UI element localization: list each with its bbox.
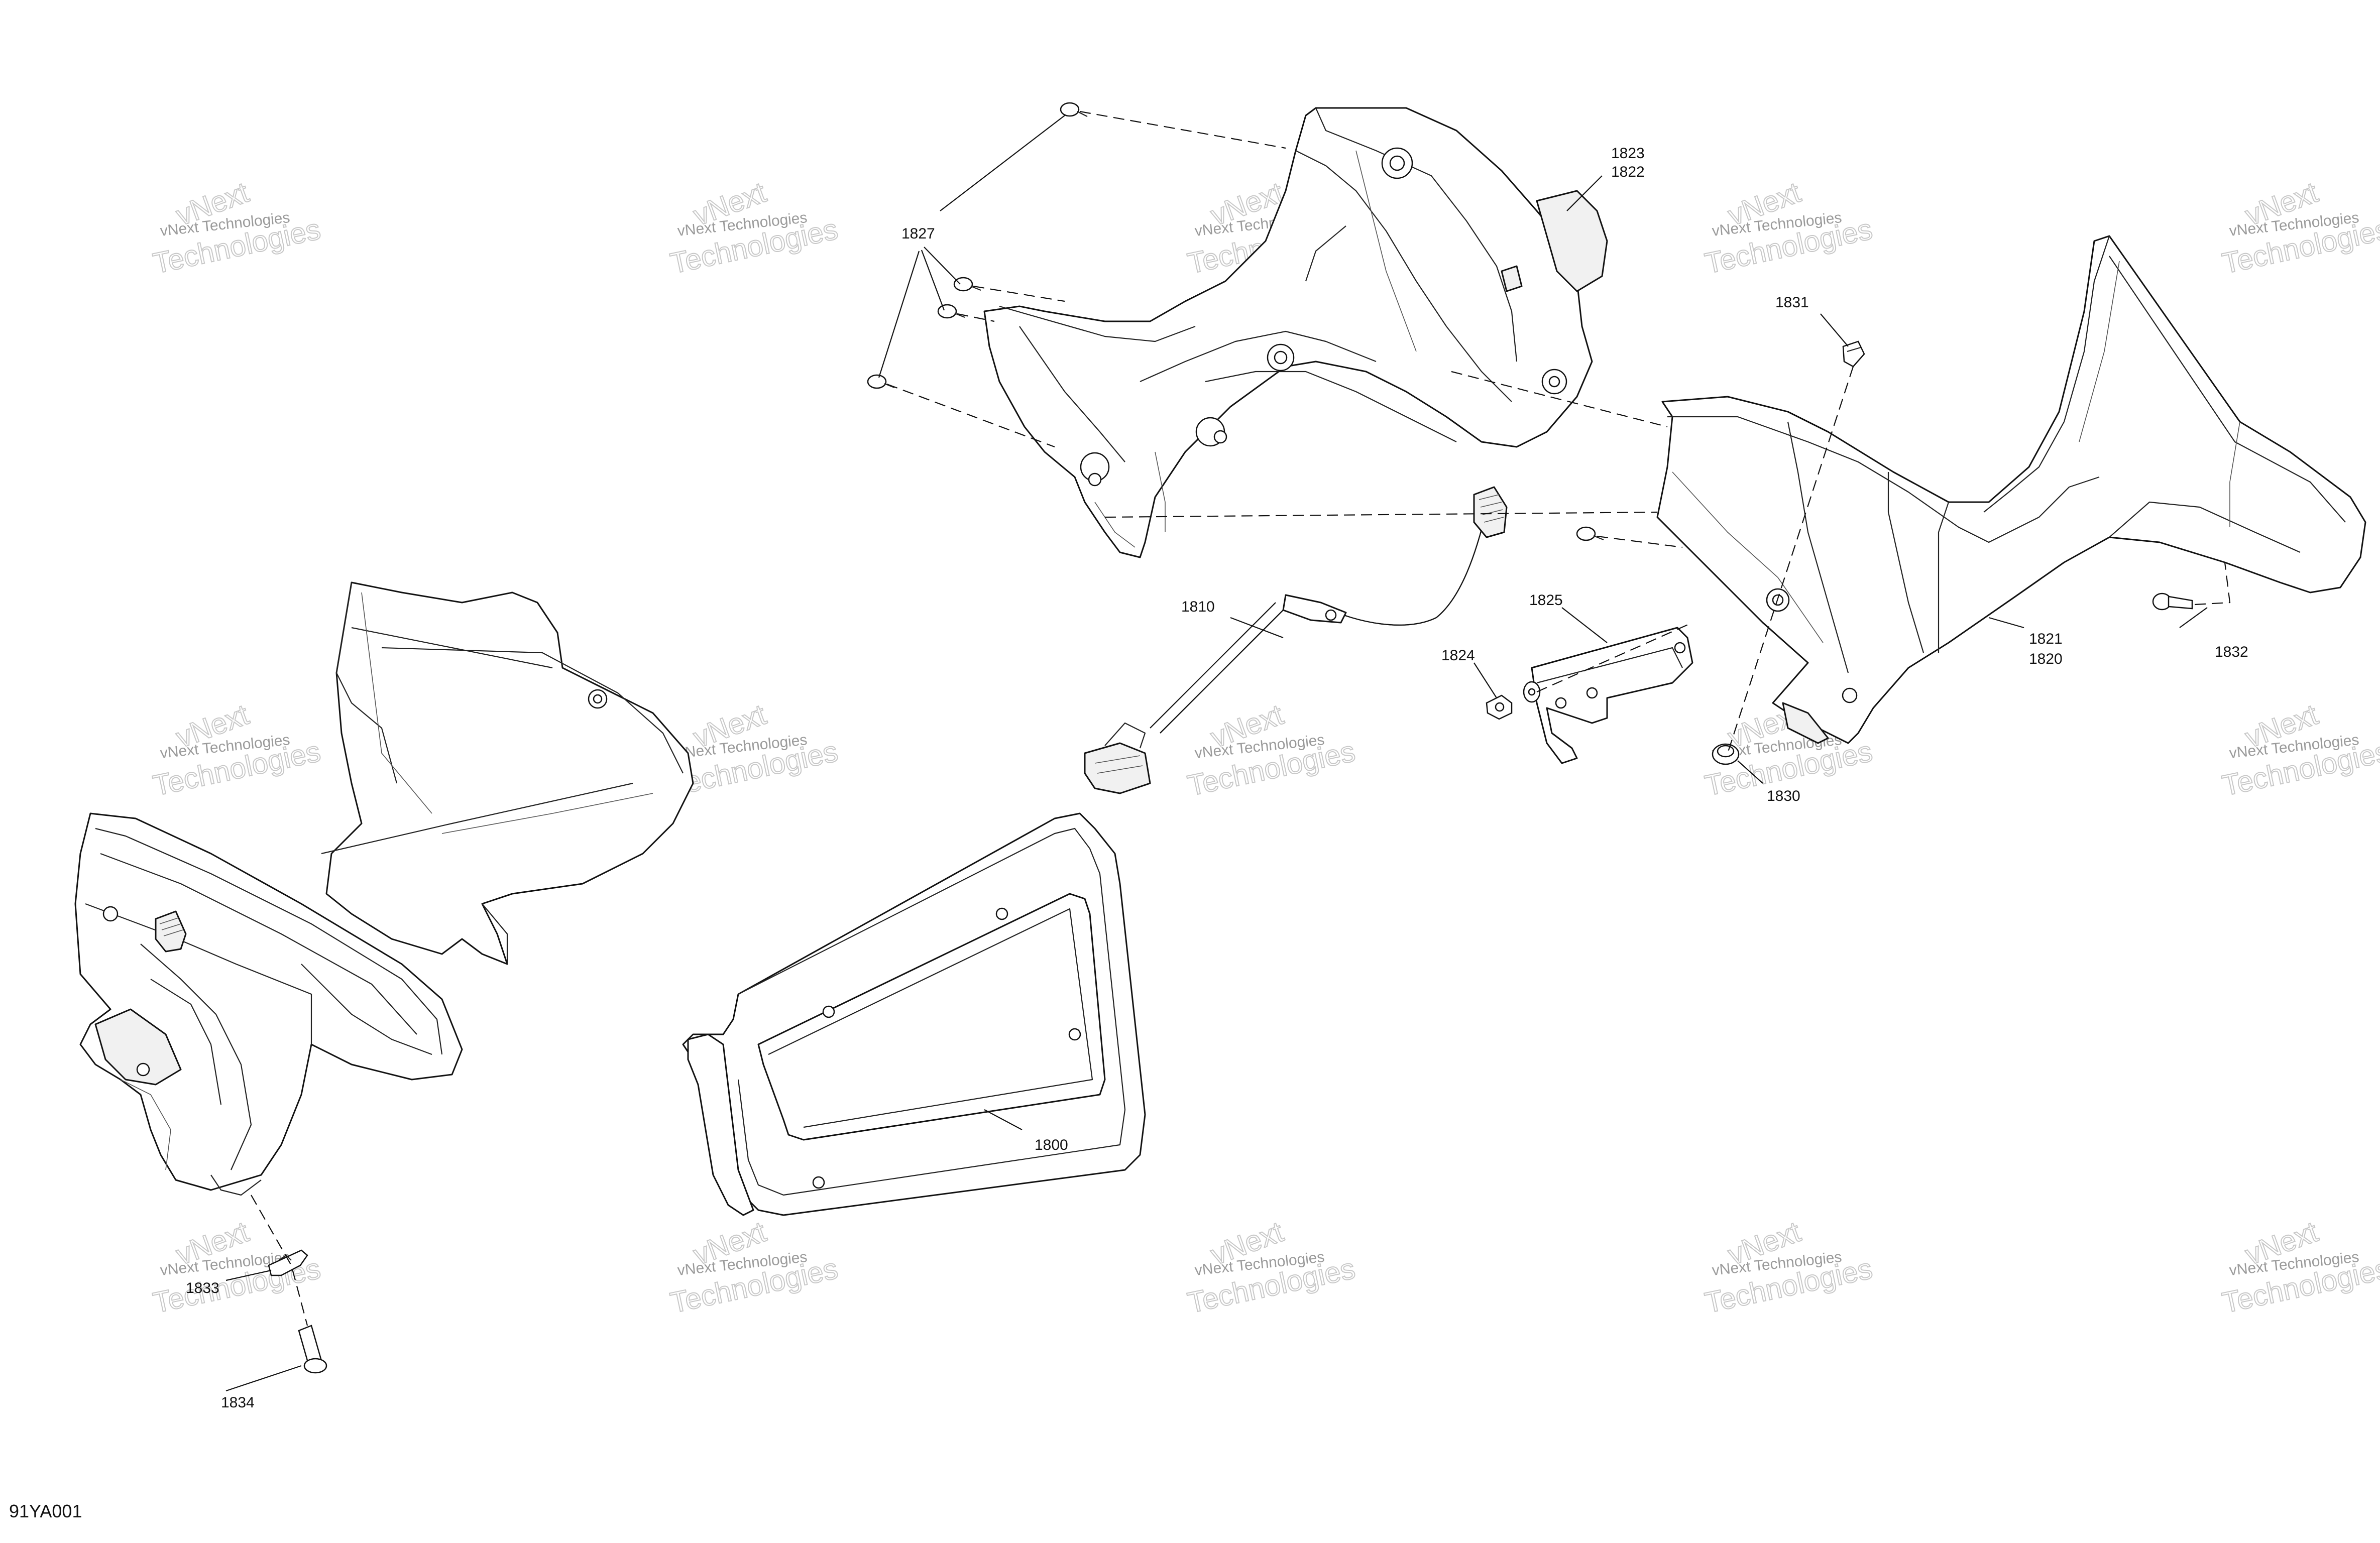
upper-headlight-housing [983, 107, 1608, 558]
callout-1822: 1822 [1611, 164, 1645, 180]
reference-code: 91YA001 [9, 1501, 82, 1521]
screw-1827-c [937, 304, 965, 319]
screw-1832 [2152, 592, 2193, 611]
callout-1830: 1830 [1767, 788, 1800, 804]
screw-1830 [1712, 743, 1740, 765]
wiring-harness [1084, 486, 1508, 794]
callout-1833: 1833 [186, 1280, 219, 1296]
screw-1827-d [867, 374, 895, 389]
screw-1834 [298, 1325, 327, 1374]
callout-1834: 1834 [221, 1394, 255, 1411]
fasteners [268, 102, 2193, 1374]
callout-labels: 1823 1822 1827 1831 1810 1825 1824 1821 … [9, 145, 2248, 1521]
washer-1824 [1523, 681, 1541, 703]
callout-1800: 1800 [1035, 1137, 1068, 1153]
callout-1823: 1823 [1611, 145, 1645, 162]
screw-1827-a [1060, 102, 1088, 117]
screw-1831 [1842, 340, 1865, 368]
callout-1832: 1832 [2215, 644, 2248, 660]
right-headlight-housing [1656, 235, 2366, 744]
callout-1825: 1825 [1529, 592, 1563, 609]
callout-1821: 1821 [2029, 631, 2063, 647]
mounting-bracket [1531, 627, 1693, 764]
callout-1820: 1820 [2029, 651, 2063, 667]
clip-1833 [268, 1249, 308, 1276]
callout-1810: 1810 [1181, 599, 1215, 615]
nut-1824 [1486, 694, 1513, 720]
left-headlight-housing [74, 581, 694, 1196]
callout-1827: 1827 [901, 225, 935, 242]
callout-1824: 1824 [1441, 647, 1475, 664]
license-plate-panel [682, 812, 1146, 1216]
callout-1831: 1831 [1775, 294, 1809, 311]
screw-1827-b [953, 277, 981, 292]
leader-lines [225, 115, 2208, 1392]
alignment-lines [251, 110, 2231, 1326]
screw-right-housing [1576, 526, 1604, 541]
